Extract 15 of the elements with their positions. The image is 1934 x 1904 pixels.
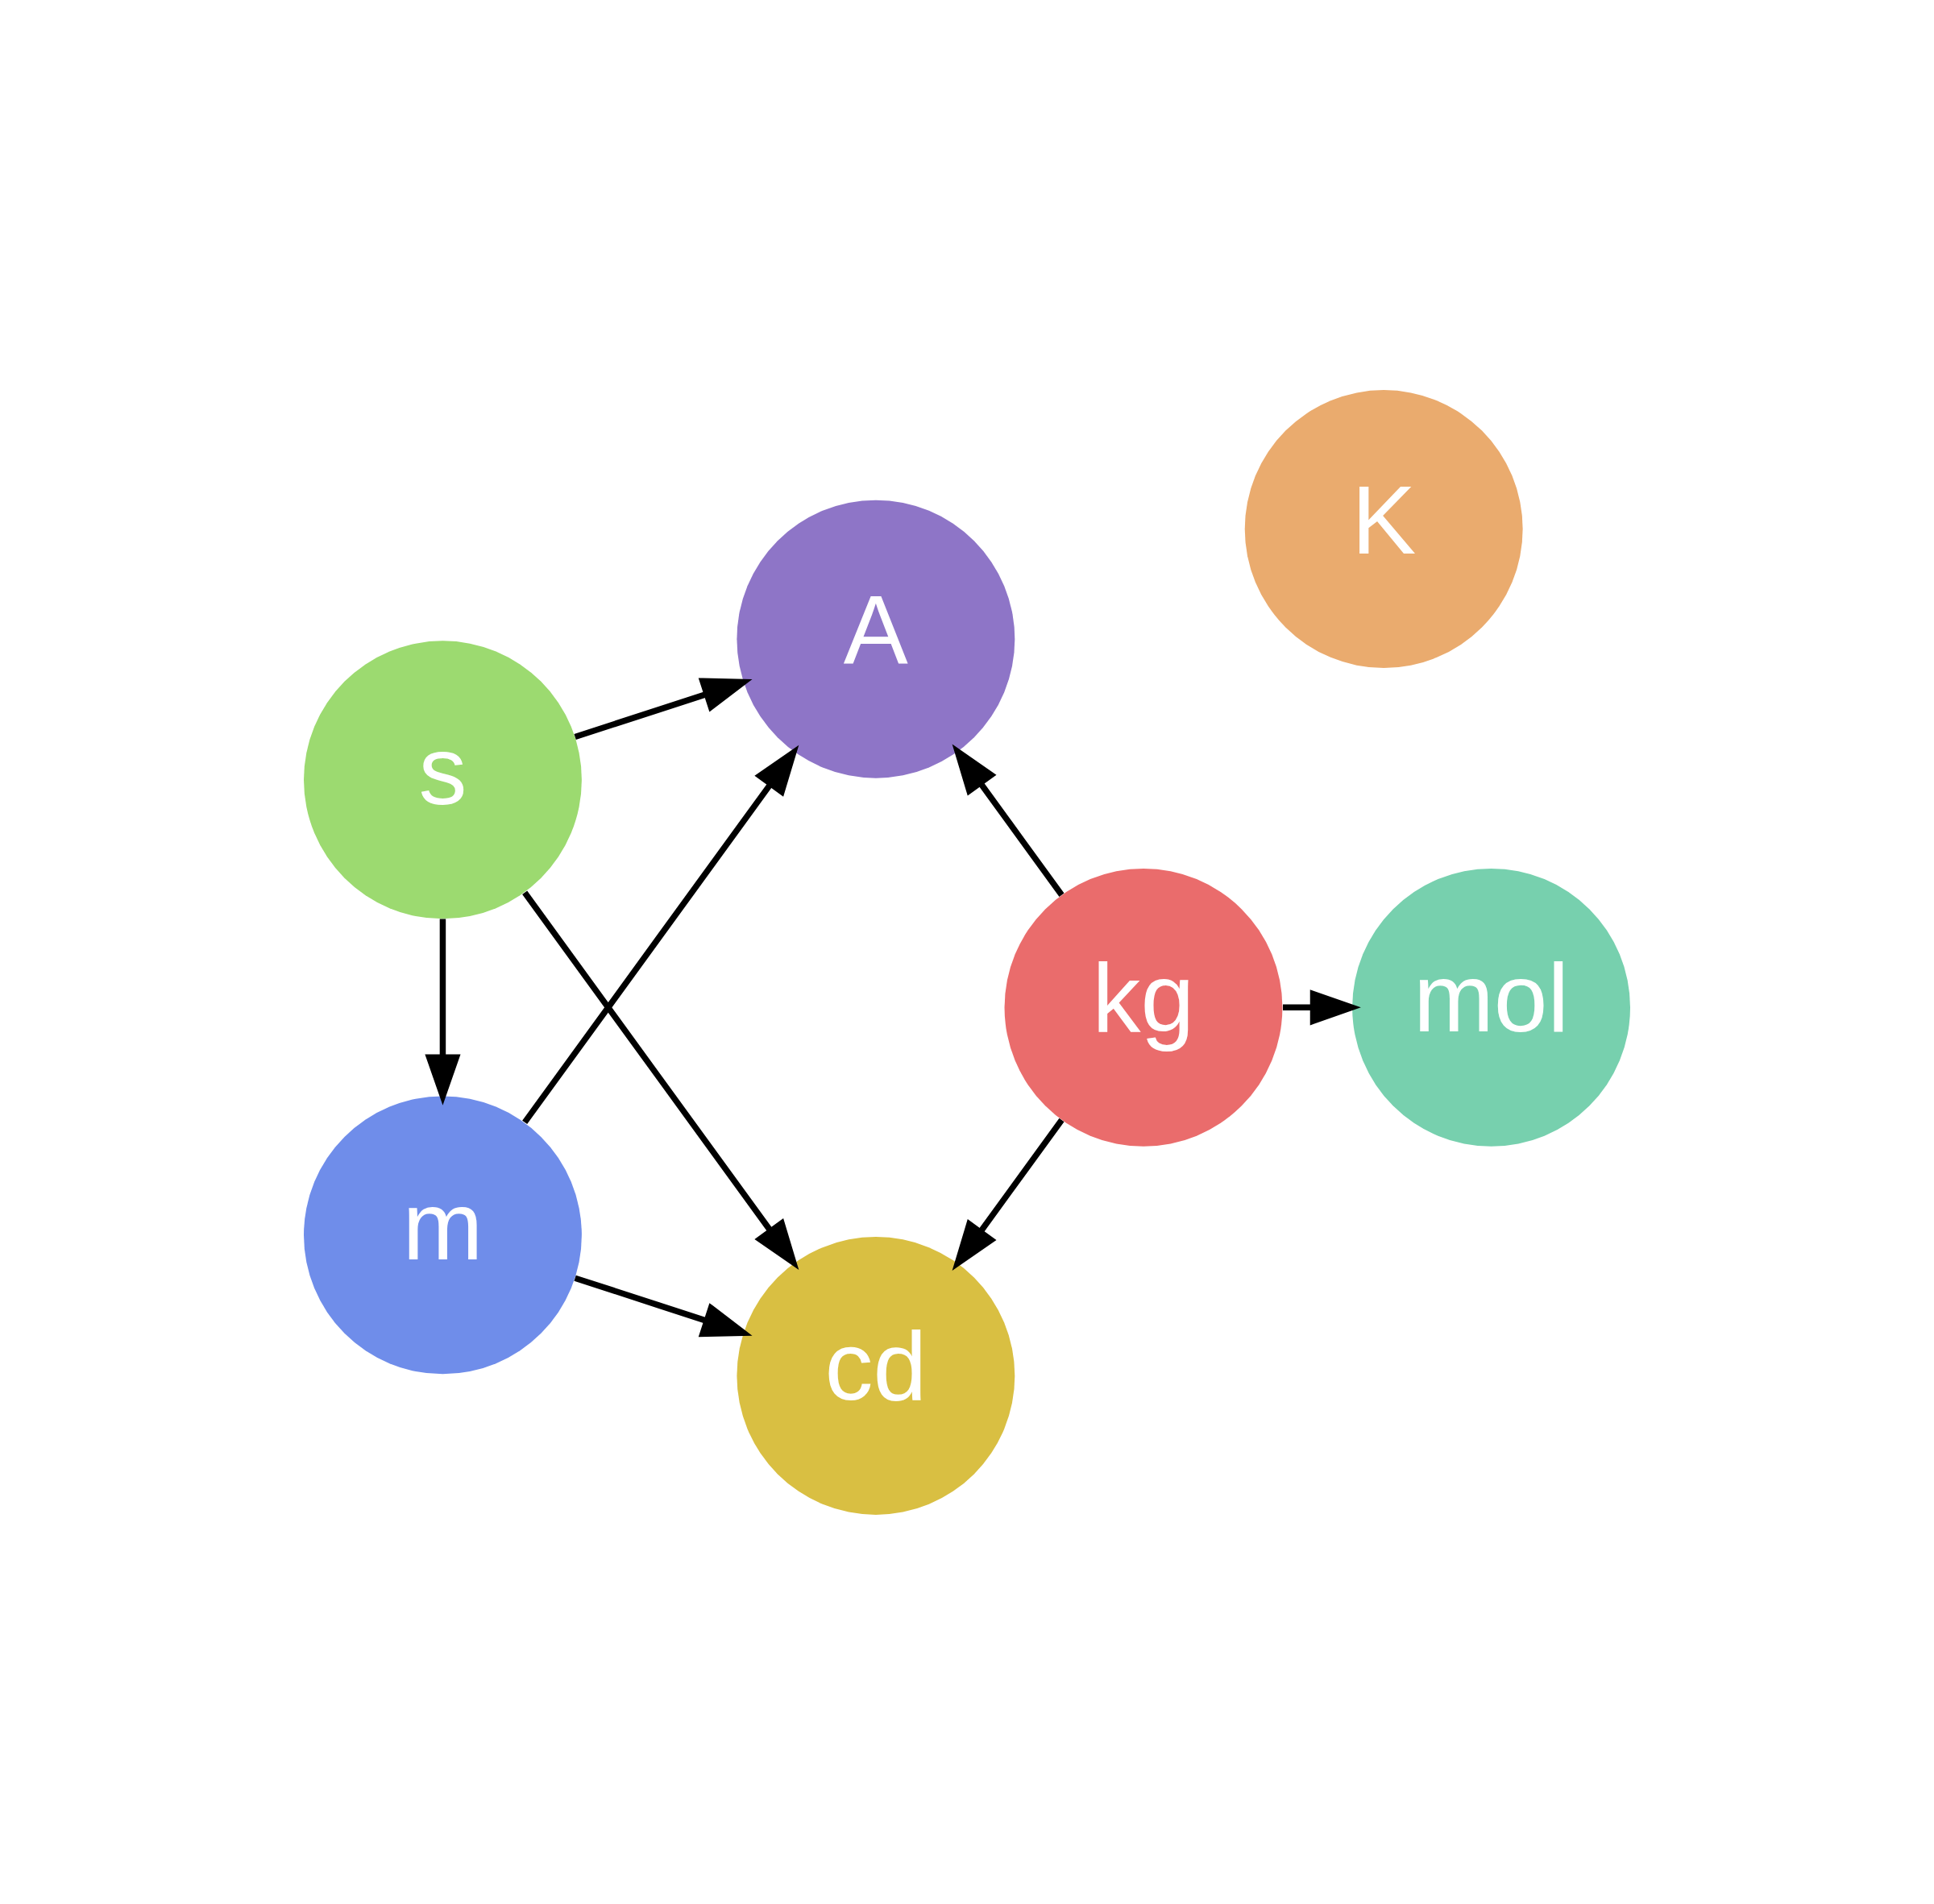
arrow: [952, 744, 1065, 897]
arrow: [522, 745, 799, 1124]
node-circle: mol: [1352, 868, 1630, 1147]
arrow: [522, 890, 799, 1270]
arrow: [952, 1118, 1065, 1271]
arrow: [574, 1275, 753, 1337]
node-circle: K: [1244, 389, 1523, 668]
node-circle: kg: [1004, 868, 1283, 1147]
node-circle: A: [737, 500, 1015, 778]
node-circle: cd: [737, 1236, 1015, 1515]
node-circle: m: [304, 1095, 582, 1374]
node-circle: s: [304, 640, 582, 919]
arrow: [1283, 989, 1361, 1025]
arrow: [574, 677, 753, 740]
arrow: [425, 918, 461, 1105]
